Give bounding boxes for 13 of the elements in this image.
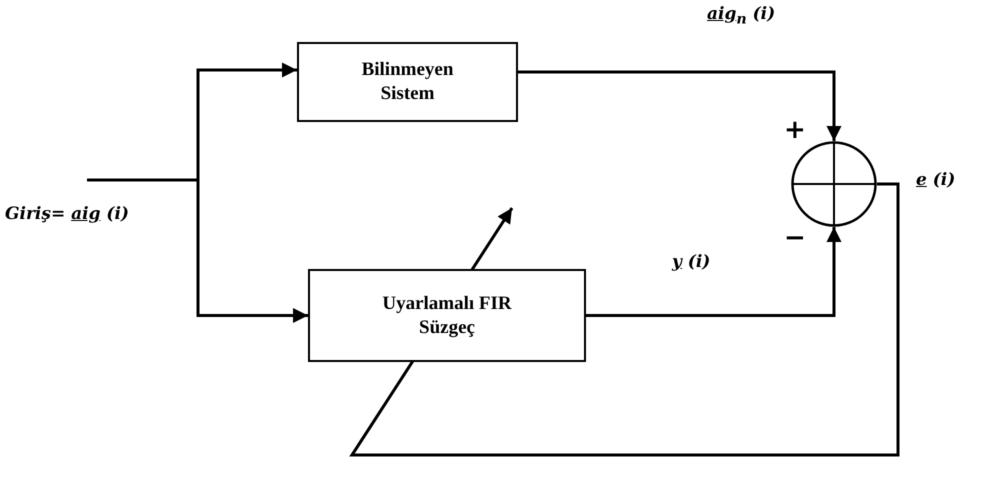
- adaptation-arrow: [349, 182, 900, 456]
- signal-label: aig$_{n}$ (i): [707, 4, 776, 28]
- summing-junction: [791, 141, 877, 227]
- arrow: [518, 70, 842, 141]
- sign-label: −: [784, 225, 806, 251]
- filter-box: Uyarlamalı FIR Süzgeç: [308, 269, 586, 362]
- process-box: Bilinmeyen Sistem: [297, 42, 518, 122]
- signal-label: y (i): [672, 252, 710, 272]
- arrow: [586, 227, 842, 317]
- signal-label: e (i): [916, 170, 956, 190]
- sign-label: +: [784, 117, 806, 143]
- input-label: Giriş= aig (i): [5, 204, 129, 224]
- arrow: [87, 178, 308, 323]
